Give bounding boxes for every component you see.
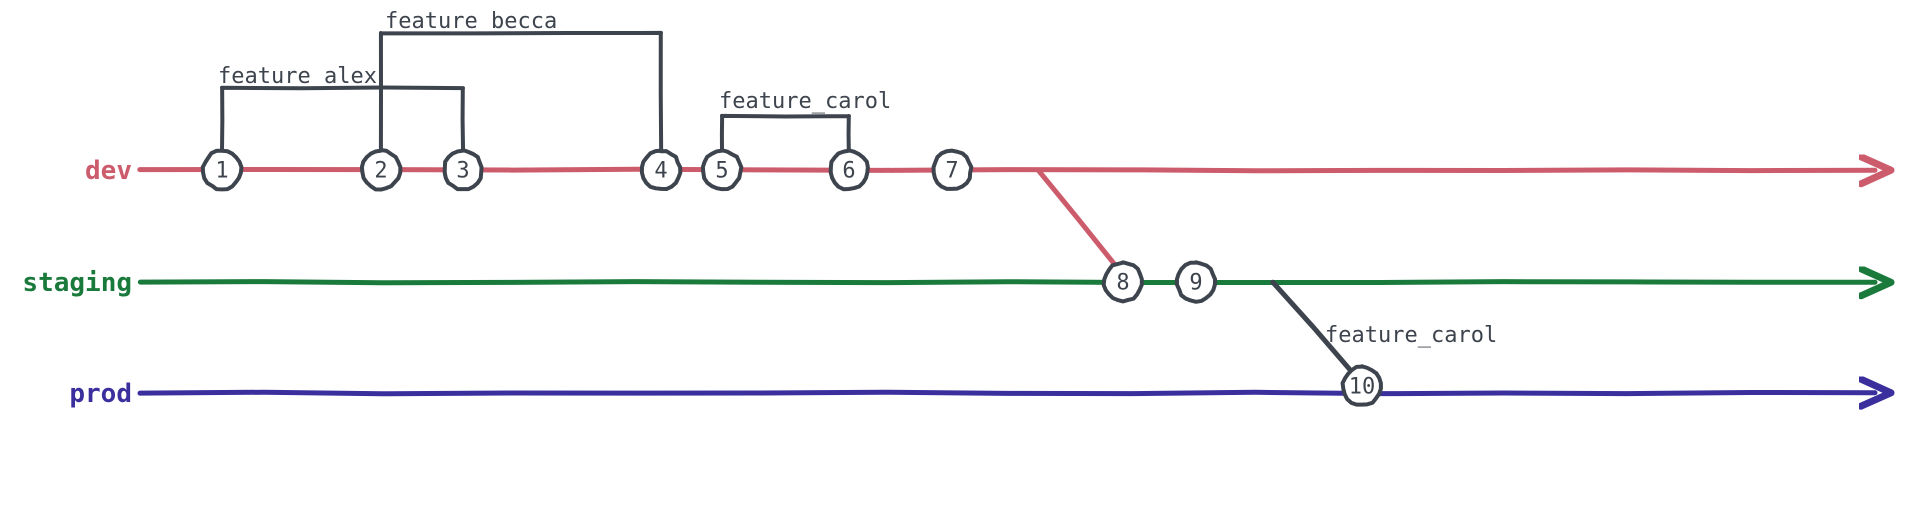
- bracket-path: [719, 113, 851, 154]
- branch-label-staging: staging: [22, 268, 132, 298]
- commit-node-6[interactable]: 6: [828, 148, 870, 192]
- merge-edges: feature_carol: [1035, 167, 1497, 375]
- branch-line-dev[interactable]: [137, 169, 1875, 170]
- commit-number: 9: [1189, 271, 1202, 296]
- branch-line-staging[interactable]: [137, 282, 1875, 283]
- merge-line: [1035, 167, 1119, 269]
- commit-node-3[interactable]: 3: [442, 148, 484, 192]
- bracket-feature-alex: feature_alex: [218, 64, 466, 154]
- commit-number: 5: [715, 159, 728, 184]
- commit-node-9[interactable]: 9: [1174, 260, 1218, 304]
- commit-number: 7: [945, 159, 958, 184]
- commit-node-1[interactable]: 1: [200, 148, 244, 192]
- commit-circle[interactable]: [1174, 260, 1218, 304]
- commit-number: 10: [1349, 375, 1376, 400]
- commit-circle[interactable]: [200, 148, 244, 192]
- bracket-label-feature-carol-dev: feature_carol: [719, 89, 891, 114]
- commit-circle[interactable]: [359, 147, 403, 192]
- merge-line: [1270, 279, 1355, 375]
- commit-circle[interactable]: [639, 148, 683, 192]
- commit-node-5[interactable]: 5: [700, 148, 744, 192]
- commit-node-2[interactable]: 2: [359, 147, 403, 192]
- bracket-label-feature-alex: feature_alex: [218, 64, 377, 89]
- commit-number: 1: [215, 159, 228, 184]
- commit-node-10[interactable]: 10: [1340, 364, 1383, 407]
- commit-circle[interactable]: [828, 148, 870, 192]
- feature-brackets: feature_alex feature_becca feature_carol: [218, 9, 891, 155]
- commit-number: 3: [456, 159, 469, 184]
- commit-circle[interactable]: [442, 148, 484, 192]
- branch-lines: [137, 169, 1875, 394]
- branch-line-prod[interactable]: [137, 392, 1875, 394]
- commit-number: 6: [842, 159, 855, 184]
- commit-circle[interactable]: [1340, 364, 1383, 407]
- commit-number: 4: [654, 159, 667, 184]
- branch-label-prod: prod: [69, 379, 132, 409]
- merge-edge-staging-to-prod: feature_carol: [1270, 279, 1497, 375]
- bracket-label-feature-becca: feature_becca: [385, 9, 557, 34]
- commit-node-4[interactable]: 4: [639, 148, 683, 192]
- bracket-path: [219, 85, 466, 154]
- commit-nodes: 1 2 3 4 5 6 7 8 9 10: [200, 147, 1383, 407]
- commit-number: 2: [374, 159, 387, 184]
- bracket-path: [378, 30, 664, 155]
- commit-node-8[interactable]: 8: [1101, 260, 1144, 304]
- merge-edge-label: feature_carol: [1325, 323, 1497, 348]
- commit-node-7[interactable]: 7: [931, 148, 974, 191]
- branch-label-dev: dev: [85, 156, 132, 186]
- bracket-feature-carol-dev: feature_carol: [719, 89, 891, 154]
- commit-circle[interactable]: [1101, 260, 1144, 304]
- commit-number: 8: [1116, 271, 1129, 296]
- merge-edge-dev-to-staging: [1035, 167, 1119, 269]
- commit-circle[interactable]: [700, 148, 744, 192]
- branch-name-labels: dev staging prod: [22, 156, 132, 409]
- commit-circle[interactable]: [931, 148, 974, 191]
- bracket-feature-becca: feature_becca: [378, 9, 664, 155]
